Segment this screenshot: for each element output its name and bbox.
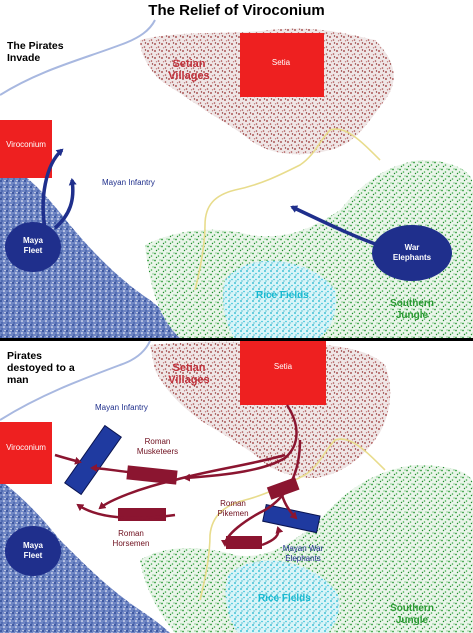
mayan-infantry-unit [64, 424, 122, 496]
setian-villages-label: Setian Villages [168, 58, 210, 82]
southern-jungle-label-2: Southern Jungle [390, 603, 434, 626]
maya-fleet-label-2: Maya Fleet [22, 541, 43, 560]
viroconium-label-2: Viroconium [6, 443, 46, 452]
roman-musketeers-label: Roman Musketeers [136, 437, 179, 456]
roman-advance-arrow-1 [183, 404, 298, 482]
roman-pikemen-unit-1 [226, 536, 262, 549]
roman-horsemen-label: Roman Horsemen [112, 529, 150, 548]
viroconium-town-2 [0, 422, 52, 484]
roman-flank-arrow [76, 503, 176, 520]
mayan-infantry-label-2: Mayan Infantry [95, 403, 148, 412]
musketeer-arrow [90, 464, 129, 474]
maya-fleet-label: Maya Fleet [22, 236, 43, 255]
road [194, 128, 381, 291]
war-elephants-label: War Elephants [392, 243, 432, 262]
roman-advance-arrow-2 [221, 439, 302, 547]
top-panel [0, 19, 473, 338]
panel-divider [0, 338, 473, 341]
setia-label: Setia [271, 58, 291, 67]
pikemen-arrow-2 [261, 526, 284, 547]
setia-town-2 [240, 341, 326, 405]
top-caption: The Pirates Invade [7, 40, 64, 64]
southern-jungle-label: Southern Jungle [390, 298, 434, 321]
setian-villages-label-2: Setian Villages [168, 362, 210, 386]
pikemen-arrow [280, 494, 298, 520]
infantry-arrow-2 [53, 178, 77, 230]
viroconium-town [0, 120, 52, 178]
viroconium-sortie-arrow [54, 453, 82, 465]
maya-fleet-marker-2 [5, 526, 61, 576]
maya-fleet-marker [5, 222, 61, 272]
map-title: The Relief of Viroconium [148, 2, 325, 19]
roman-advance-arrow-3 [98, 453, 286, 510]
rice-fields-label-2: Rice Fields [258, 593, 311, 604]
mayan-war-elephants-label: Mayan War Elephants [282, 544, 324, 563]
bottom-caption: Pirates destoyed to a man [7, 350, 75, 386]
rice-fields-area [223, 260, 337, 338]
roman-pikemen-label: Roman Pikemen [217, 499, 249, 518]
war-elephants-marker [372, 225, 452, 281]
setian-hills-2 [150, 341, 391, 478]
sea-area-2 [0, 480, 170, 633]
infantry-arrow-1 [41, 148, 64, 229]
sea-area [0, 160, 185, 338]
setia-town [240, 33, 324, 97]
river [0, 19, 156, 96]
elephant-arrow [290, 205, 379, 247]
river-2 [0, 340, 151, 421]
southern-jungle-2 [140, 465, 473, 633]
rice-fields-label: Rice Fields [256, 290, 309, 301]
viroconium-label: Viroconium [6, 140, 46, 149]
bottom-panel [0, 340, 473, 633]
rice-fields-area-2 [225, 560, 340, 633]
roman-musketeers-unit [126, 465, 178, 485]
mayan-infantry-label: Mayan Infantry [102, 178, 155, 187]
setia-label-2: Setia [273, 362, 293, 371]
